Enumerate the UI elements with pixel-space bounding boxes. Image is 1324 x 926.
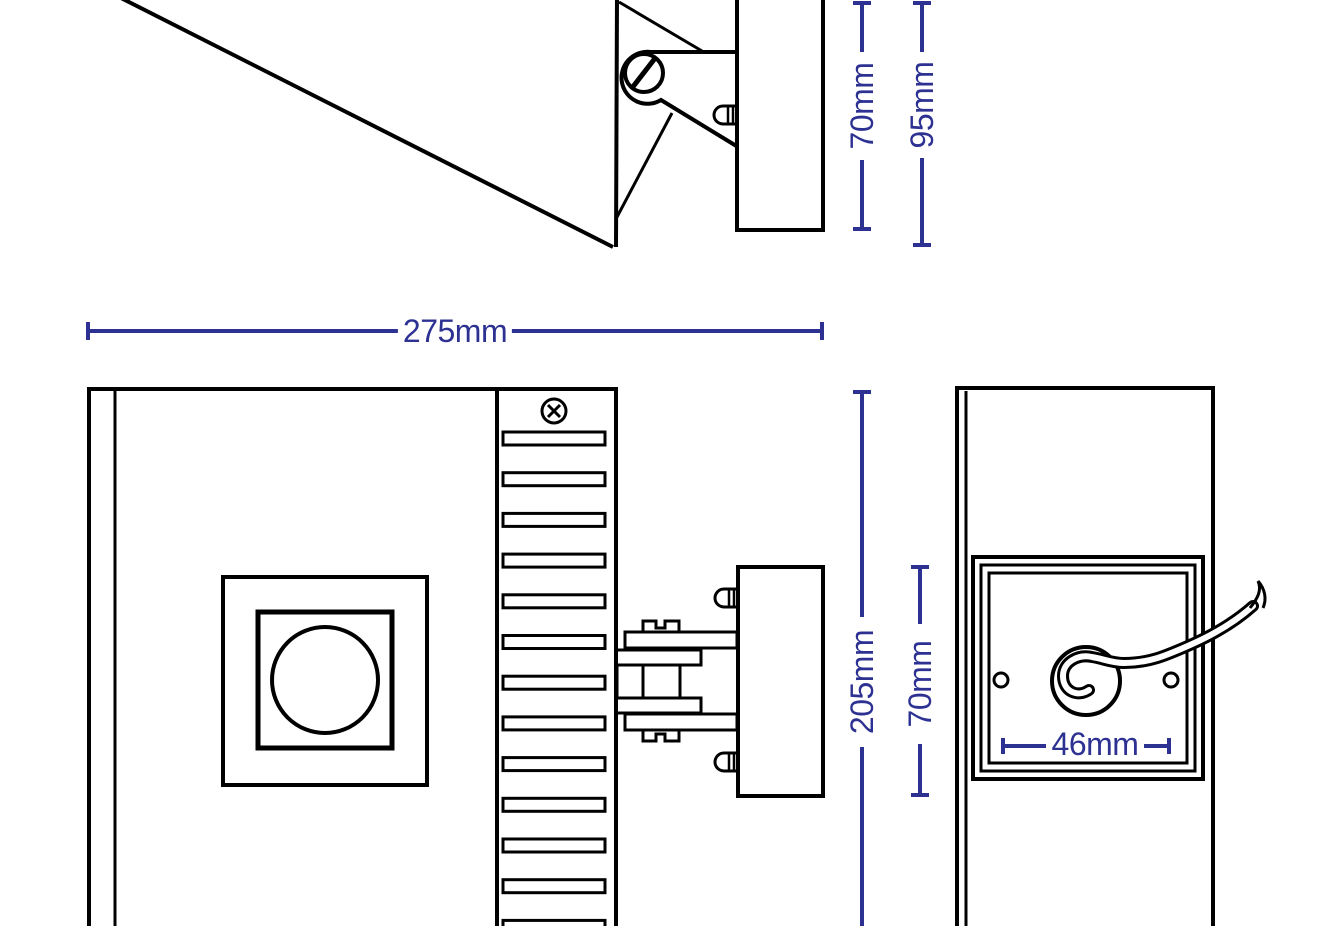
- louver-fin: [501, 756, 607, 773]
- notched-tab-top: [641, 619, 681, 632]
- screw-x-icon: [540, 397, 568, 425]
- adjustment-pin-side: [712, 104, 739, 126]
- louver-fin: [501, 837, 607, 854]
- cable-cut-end: [1248, 580, 1267, 609]
- lamp-body-outline: [87, 387, 618, 926]
- dimension-line-bracket-height-plan: [911, 565, 929, 797]
- yoke-lower-edge: [615, 112, 674, 218]
- wall-post-outline: [955, 386, 1215, 926]
- pin-hatch: [726, 107, 735, 123]
- sensor-inner-square: [255, 609, 395, 751]
- bracket-plan: [614, 565, 825, 798]
- dimension-label-overall-height-side: 95mm: [904, 56, 940, 154]
- pivot-screw-icon: [623, 52, 665, 94]
- lamp-back-edge: [614, 0, 619, 248]
- plan-view: [87, 387, 825, 926]
- cable-core: [1059, 603, 1256, 697]
- lamp-front-edge: [120, 0, 614, 249]
- notched-tab-bottom: [641, 730, 681, 743]
- plate-border-mid: [979, 563, 1197, 773]
- cable-grommet: [1050, 645, 1122, 717]
- pin-bottom-hatch: [727, 754, 736, 770]
- plate-border-outer: [971, 555, 1205, 781]
- dimension-line-overall-width: [86, 322, 824, 340]
- mounting-block-plan: [736, 565, 825, 798]
- sensor-lens: [270, 625, 380, 735]
- louver-fin: [501, 593, 607, 610]
- clamp-bar-upper: [614, 648, 703, 667]
- pin-bottom: [713, 751, 739, 773]
- dimension-label-overall-width: 275mm: [397, 315, 513, 347]
- clamp-bar-lower: [614, 696, 703, 715]
- cable: [1056, 600, 1259, 700]
- dimension-label-bracket-height-plan: 70mm: [902, 635, 938, 733]
- dimension-lines: [86, 1, 1171, 926]
- louver-fin: [501, 878, 607, 895]
- pin-top-hatch: [727, 590, 736, 606]
- screw-hole-right: [1162, 671, 1180, 689]
- pir-sensor: [221, 575, 429, 787]
- dimension-line-overall-height-side: [913, 1, 931, 247]
- louver-fin: [501, 918, 607, 926]
- louver-fin: [501, 471, 607, 488]
- yoke-upper-edge: [618, 0, 703, 53]
- arm-bar-top: [623, 630, 739, 650]
- screw-x-cross: [546, 403, 562, 419]
- louver-fin: [501, 715, 607, 732]
- dimension-line-body-length: [853, 390, 871, 926]
- bracket-arm: [619, 49, 740, 149]
- louver-fin: [501, 430, 607, 447]
- louver-fin: [501, 552, 607, 569]
- mounting-block-side: [735, 0, 825, 232]
- screw-hole-left: [992, 671, 1010, 689]
- dimension-label-body-length: 205mm: [844, 624, 880, 740]
- louver-fin: [501, 796, 607, 813]
- dimension-line-bracket-height-side: [853, 1, 871, 231]
- louver-fin: [501, 511, 607, 528]
- louver-fins: [501, 430, 607, 926]
- dimension-line-plate-hole-spacing: [1001, 738, 1171, 754]
- louver-fin: [501, 674, 607, 691]
- dimension-label-plate-hole-spacing: 46mm: [1046, 728, 1144, 760]
- sensor-outer-square: [221, 575, 429, 787]
- dimension-label-bracket-height-side: 70mm: [844, 57, 880, 155]
- clamp-center: [615, 663, 682, 700]
- louver-fin: [501, 634, 607, 650]
- side-view: [120, 0, 825, 249]
- pivot-screw-slot: [630, 55, 658, 90]
- plate-border-inner: [987, 571, 1189, 765]
- wall-plate-view: [955, 386, 1267, 926]
- arm-bar-bottom: [623, 712, 739, 732]
- pin-top: [713, 587, 739, 609]
